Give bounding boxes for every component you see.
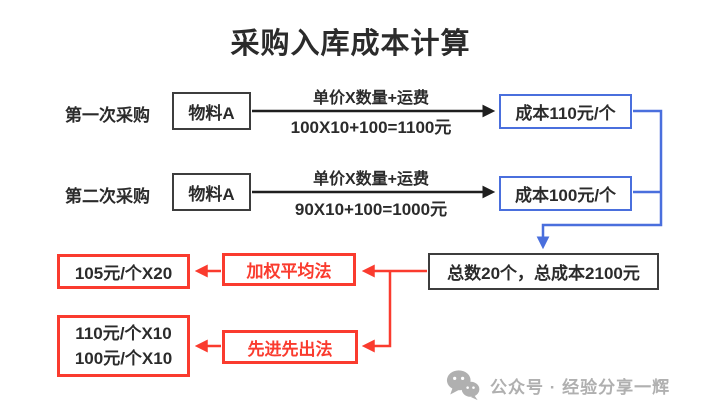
footer-label: 公众号 · 经验分享一辉 xyxy=(490,377,671,397)
row1-formula-label: 单价X数量+运费 xyxy=(312,90,430,107)
row2-formula-label: 单价X数量+运费 xyxy=(312,171,430,188)
method-fifo-box: 先进先出法 xyxy=(222,330,358,364)
row1-item-box: 物料A xyxy=(172,92,251,130)
method-fifo-label: 先进先出法 xyxy=(247,339,333,359)
row1-result-box: 成本110元/个 xyxy=(499,94,632,129)
method-fifo-result-box: 110元/个X10 100元/个X10 xyxy=(57,315,190,377)
method-fifo-result-line2: 100元/个X10 xyxy=(74,349,173,368)
row2-result-box: 成本100元/个 xyxy=(499,176,632,211)
row2-label: 第二次采购 xyxy=(65,187,150,206)
footer-watermark: 公众号 · 经验分享一辉 xyxy=(446,368,670,402)
page-title: 采购入库成本计算 xyxy=(230,28,471,60)
method-weighted-average-box: 加权平均法 xyxy=(222,253,356,286)
row1-formula-calc: 100X10+100=1100元 xyxy=(290,118,452,137)
row2-item-box: 物料A xyxy=(172,173,251,211)
summary-box: 总数20个，总成本2100元 xyxy=(428,253,659,290)
connector-summary-to-method2 xyxy=(361,271,392,353)
method-fifo-result-line1: 110元/个X10 xyxy=(75,323,172,343)
row2-formula-calc: 90X10+100=1000元 xyxy=(294,200,448,219)
method-weighted-average-label: 加权平均法 xyxy=(246,262,332,281)
row1-label: 第一次采购 xyxy=(65,106,150,125)
method-weighted-average-result-box: 105元/个X20 xyxy=(57,254,190,289)
wechat-icon xyxy=(446,370,480,401)
